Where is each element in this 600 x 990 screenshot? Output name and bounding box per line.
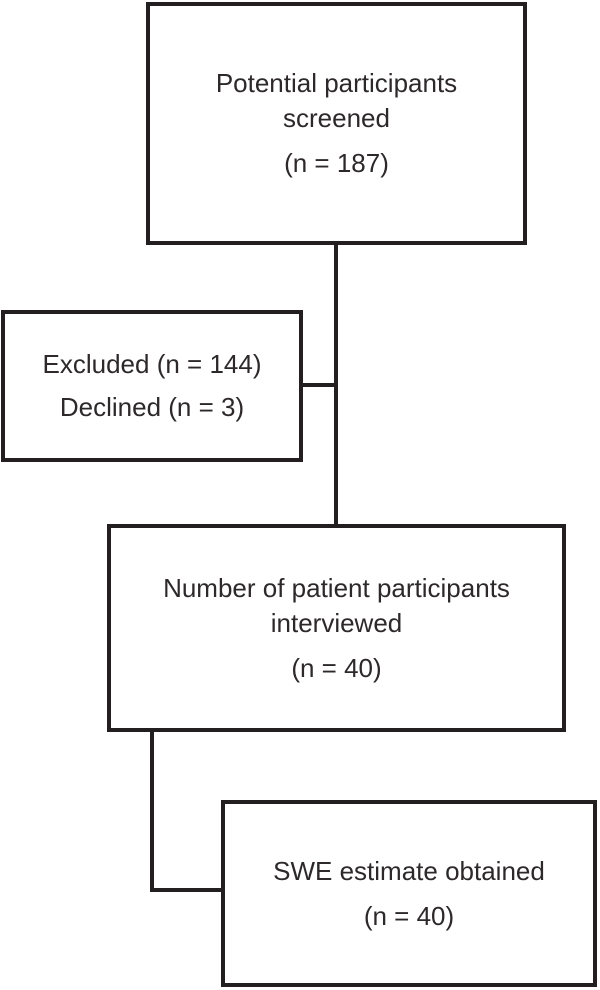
- box-swe-estimate-obtained: SWE estimate obtained (n = 40): [221, 800, 597, 987]
- box-text-line: Potential participants: [215, 68, 458, 98]
- box-text-line: screened: [283, 103, 390, 133]
- connector-interviewed-to-swe-horizontal: [150, 888, 221, 892]
- connector-excluded-branch-horizontal: [303, 383, 338, 387]
- box-potential-participants-screened: Potential participants screened (n = 187…: [146, 2, 527, 245]
- box-text-line: Number of patient participants: [163, 572, 510, 603]
- box-text-line: SWE estimate obtained: [273, 855, 545, 886]
- box-excluded-declined: Excluded (n = 144) Declined (n = 3): [1, 310, 303, 462]
- box-text-line: interviewed: [270, 607, 403, 638]
- connector-interviewed-to-swe-vertical: [150, 732, 154, 892]
- box-count-label: (n = 187): [284, 148, 389, 178]
- box-count-label: (n = 40): [363, 900, 455, 931]
- box-text-line: Excluded (n = 144): [42, 349, 262, 379]
- box-text-line: Declined (n = 3): [59, 392, 245, 422]
- box-count-label: (n = 40): [291, 652, 382, 683]
- box-patient-participants-interviewed: Number of patient participants interview…: [107, 524, 566, 732]
